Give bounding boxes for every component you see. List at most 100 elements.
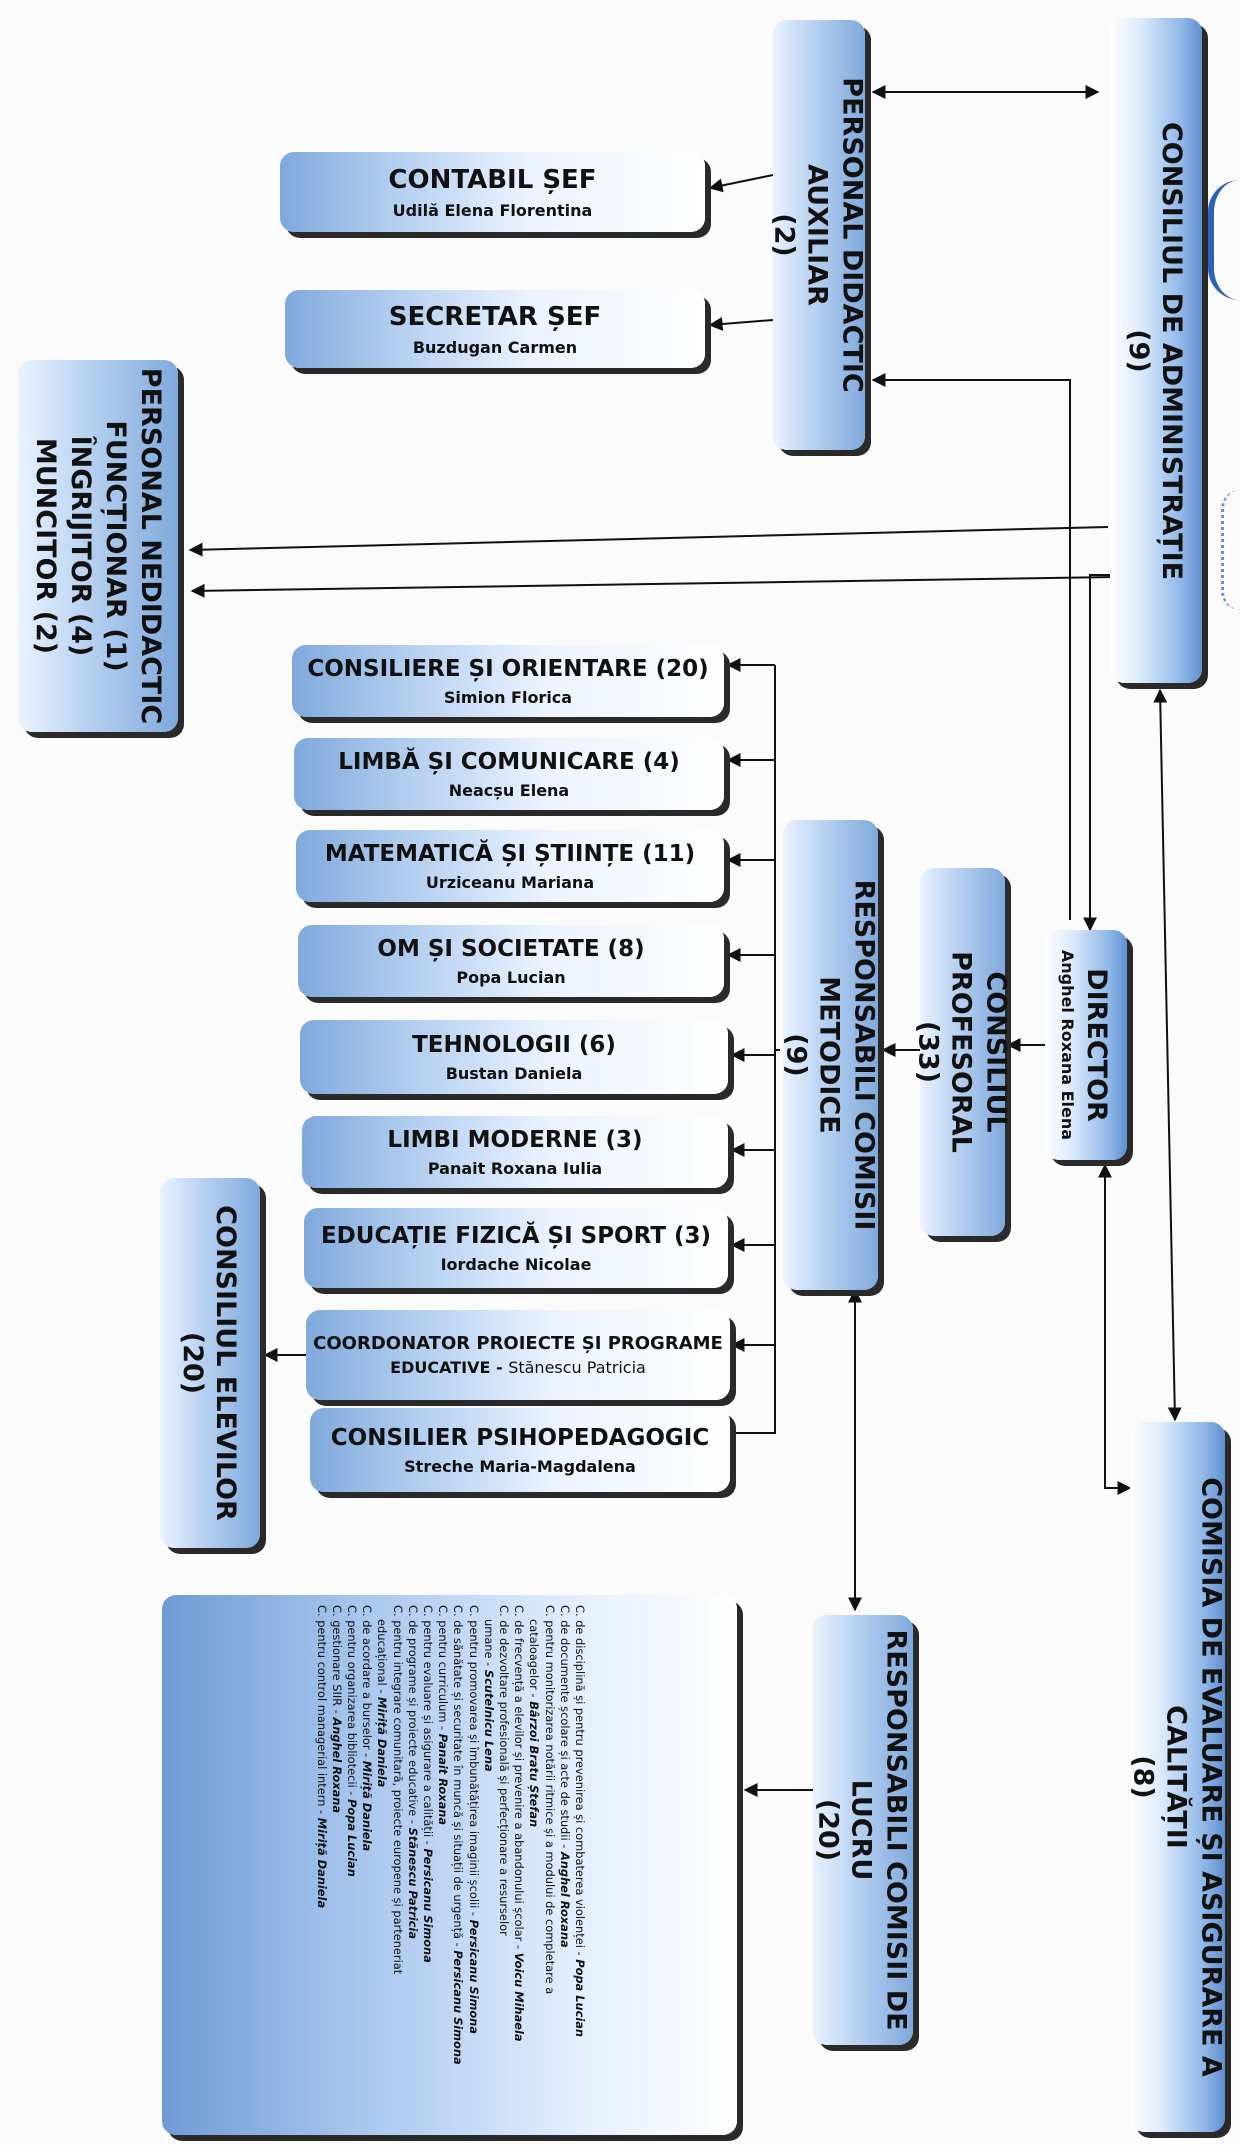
stamp-partial-2	[1221, 490, 1240, 610]
comisie-lucru-person: Popa Lucian	[572, 1959, 587, 2038]
responsabili-lucru-box: RESPONSABILI COMISII DE LUCRU (20)	[812, 1615, 913, 2045]
responsabili-metodice-box: RESPONSABILI COMISII METODICE (9)	[779, 820, 880, 1290]
contabil-sef-box: CONTABIL ȘEF Udilă Elena Florentina	[280, 152, 705, 232]
bus-metodice	[730, 665, 776, 1434]
personal-didactic-auxiliar-box: PERSONAL DIDACTIC AUXILIAR (2)	[768, 20, 868, 450]
comisie-lucru-item: C. pentru evaluare și asigurare a calită…	[419, 1605, 434, 2125]
comisie-lucru-person: Anghel Roxana	[329, 1717, 344, 1814]
nedidactic-line4: MUNCITOR (2)	[29, 437, 61, 655]
comisie-lucru-text: C. de sănătate și securitate în muncă și…	[450, 1605, 465, 1951]
comisie-lucru-text: C. de programe și proiecte educative -	[405, 1605, 420, 1828]
comisie-lucru-person: Miriță Daniela	[313, 1817, 328, 1909]
comisie-title-2: EDUCATIVE	[390, 1357, 491, 1377]
comisie-title: LIMBI MODERNE (3)	[387, 1127, 643, 1154]
comisie-title: MATEMATICĂ ȘI ȘTIINȚE (11)	[324, 841, 696, 868]
comisia-evaluare-box: COMISIA DE EVALUARE ȘI ASIGURARE A CALIT…	[1126, 1422, 1227, 2132]
responsabili-metodice-count: (9)	[779, 1033, 811, 1077]
pda-title: PERSONAL DIDACTIC AUXILIAR	[801, 77, 868, 393]
director-box: DIRECTOR Anghel Roxana Elena	[1045, 930, 1127, 1160]
comisie-title: CONSILIERE ȘI ORIENTARE (20)	[307, 656, 709, 683]
comisie-person: Panait Roxana Iulia	[427, 1158, 603, 1178]
comisie-lucru-text: C. de acordare a burselor -	[359, 1605, 374, 1761]
comisie-lucru-text: C. de frecvență a elevilor și prevenire …	[511, 1605, 526, 1953]
responsabili-lucru-title: RESPONSABILI COMISII DE LUCRU	[845, 1629, 912, 2031]
comisie-person: Streche Maria-Magdalena	[404, 1456, 636, 1476]
responsabili-lucru-count: (20)	[812, 1798, 844, 1862]
director-name: Anghel Roxana Elena	[1057, 949, 1077, 1141]
consiliul-profesoral-title: CONSILIUL PROFESORAL	[945, 951, 1012, 1153]
comisie-lucru-text: C. pentru integrare comunitară, proiecte…	[389, 1605, 404, 1975]
comisie-lucru-text: C. pentru promovarea și îmbunătățirea im…	[465, 1605, 480, 1920]
stamp-partial	[1208, 180, 1240, 300]
consiliul-administratie-count: (9)	[1122, 328, 1154, 373]
comisie-lucru-person: Persicanu Simona	[420, 1848, 435, 1963]
comisie-psihopedagogic-box: CONSILIER PSIHOPEDAGOGIC Streche Maria-M…	[310, 1408, 730, 1492]
secretar-sef-box: SECRETAR ȘEF Buzdugan Carmen	[285, 290, 705, 368]
comisie-limbi-moderne-box: LIMBI MODERNE (3) Panait Roxana Iulia	[302, 1116, 728, 1188]
comisie-lucru-person: Stănescu Patricia	[405, 1827, 420, 1940]
consiliul-elevilor-title: CONSILIUL ELEVILOR	[210, 1205, 242, 1521]
comisie-lucru-text: umane -	[481, 1619, 496, 1670]
comisie-lucru-person: Bârzoi Bratu Ștefan	[526, 1701, 541, 1828]
comisie-person: Urziceanu Mariana	[425, 872, 595, 892]
comisia-evaluare-title: COMISIA DE EVALUARE ȘI ASIGURARE A CALIT…	[1160, 1477, 1227, 2077]
comisie-consiliere-box: CONSILIERE ȘI ORIENTARE (20) Simion Flor…	[292, 645, 724, 717]
comisie-educatie-fizica-box: EDUCAȚIE FIZICĂ ȘI SPORT (3) Iordache Ni…	[304, 1208, 728, 1288]
comisie-title: LIMBĂ ȘI COMUNICARE (4)	[338, 749, 680, 776]
comisie-lucru-text: C. pentru control managerial intern -	[313, 1605, 328, 1818]
comisie-lucru-text: C. de disciplină și pentru prevenirea și…	[572, 1605, 587, 1960]
comisie-title: CONSILIER PSIHOPEDAGOGIC	[330, 1425, 710, 1452]
comisie-lucru-item: C. pentru promovarea și îmbunătățirea im…	[465, 1605, 480, 2125]
comisie-lucru-text: C. de dezvoltare profesională și perfecț…	[496, 1605, 511, 1936]
contabil-sef-name: Udilă Elena Florentina	[392, 200, 593, 220]
comisie-lucru-item: C. de documente școlare și acte de studi…	[556, 1605, 571, 2125]
contabil-sef-title: CONTABIL ȘEF	[388, 165, 597, 196]
pda-count: (2)	[768, 213, 800, 257]
comisie-lucru-item: cataloagelor - Bârzoi Bratu Ștefan	[526, 1605, 541, 2125]
comisie-lucru-item: C. de frecvență a elevilor și prevenire …	[510, 1605, 526, 2125]
comisie-lucru-person: Miriță Daniela	[359, 1760, 374, 1852]
comisia-evaluare-count: (8)	[1126, 1755, 1158, 1799]
comisie-tehnologii-box: TEHNOLOGII (6) Bustan Daniela	[300, 1020, 728, 1094]
nedidactic-line2: FUNCȚIONAR (1)	[100, 420, 132, 672]
comisie-lucru-item: C. pentru curriculum - Panait Roxana	[434, 1605, 450, 2125]
arrow-admin-nedidactic-1	[188, 526, 1109, 557]
consiliul-elevilor-count: (20)	[176, 1331, 208, 1395]
arrow-admin-nedidactic-2	[190, 576, 1116, 598]
comisie-lucru-item: educațional - Miriță Daniela	[373, 1605, 389, 2125]
comisie-lucru-item: C. de programe și proiecte educative - S…	[404, 1605, 419, 2125]
comisie-coordonator-box: COORDONATOR PROIECTE ȘI PROGRAME EDUCATI…	[306, 1310, 730, 1400]
arrow-admin-evaluare	[1153, 688, 1182, 1422]
comisie-title: TEHNOLOGII (6)	[412, 1032, 616, 1059]
secretar-sef-title: SECRETAR ȘEF	[388, 302, 602, 333]
comisie-lucru-item: C. de dezvoltare profesională și perfecț…	[495, 1605, 510, 2125]
consiliul-profesoral-box: CONSILIUL PROFESORAL (33)	[912, 868, 1011, 1236]
comisie-lucru-item: C. pentru monitorizarea notării ritmice …	[541, 1605, 556, 2125]
comisie-lucru-text: C. pentru organizarea bibliotecii -	[344, 1605, 359, 1800]
comisie-lucru-text: C. pentru curriculum -	[435, 1605, 450, 1734]
consiliul-administratie-title: CONSILIUL DE ADMINISTRAȚIE	[1156, 121, 1188, 580]
comisie-lucru-item: C. de acordare a burselor - Miriță Danie…	[358, 1605, 373, 2125]
comisie-lucru-item: C. pentru control managerial intern - Mi…	[313, 1605, 328, 2125]
comisie-lucru-person: Panait Roxana	[435, 1733, 450, 1826]
comisie-person: Stănescu Patricia	[508, 1357, 646, 1377]
consiliul-profesoral-count: (33)	[911, 1020, 943, 1084]
arrow-director-pda	[871, 373, 1071, 920]
comisie-matematica-box: MATEMATICĂ ȘI ȘTIINȚE (11) Urziceanu Mar…	[296, 830, 724, 902]
comisii-lucru-list: C. de disciplină și pentru prevenirea și…	[162, 1595, 737, 2135]
comisie-person: Popa Lucian	[456, 967, 566, 987]
comisie-lucru-person: Anghel Roxana	[557, 1851, 572, 1948]
responsabili-metodice-title: RESPONSABILI COMISII METODICE	[813, 879, 880, 1231]
comisie-person: Iordache Nicolae	[440, 1254, 592, 1274]
comisie-om-societate-box: OM ȘI SOCIETATE (8) Popa Lucian	[298, 925, 724, 997]
comisie-lucru-text: C. gestionare SIIR -	[329, 1605, 344, 1718]
comisie-lucru-person: Popa Lucian	[344, 1799, 359, 1877]
director-title: DIRECTOR	[1081, 968, 1113, 1122]
comisie-title: OM ȘI SOCIETATE (8)	[377, 936, 645, 963]
arrow-director-evaluare	[1098, 1163, 1132, 1495]
comisie-person: Bustan Daniela	[445, 1063, 583, 1083]
secretar-sef-name: Buzdugan Carmen	[412, 337, 578, 357]
personal-nedidactic-box: PERSONAL NEDIDACTIC FUNCȚIONAR (1) ÎNGRI…	[18, 360, 178, 732]
comisie-person: Simion Florica	[443, 687, 573, 707]
